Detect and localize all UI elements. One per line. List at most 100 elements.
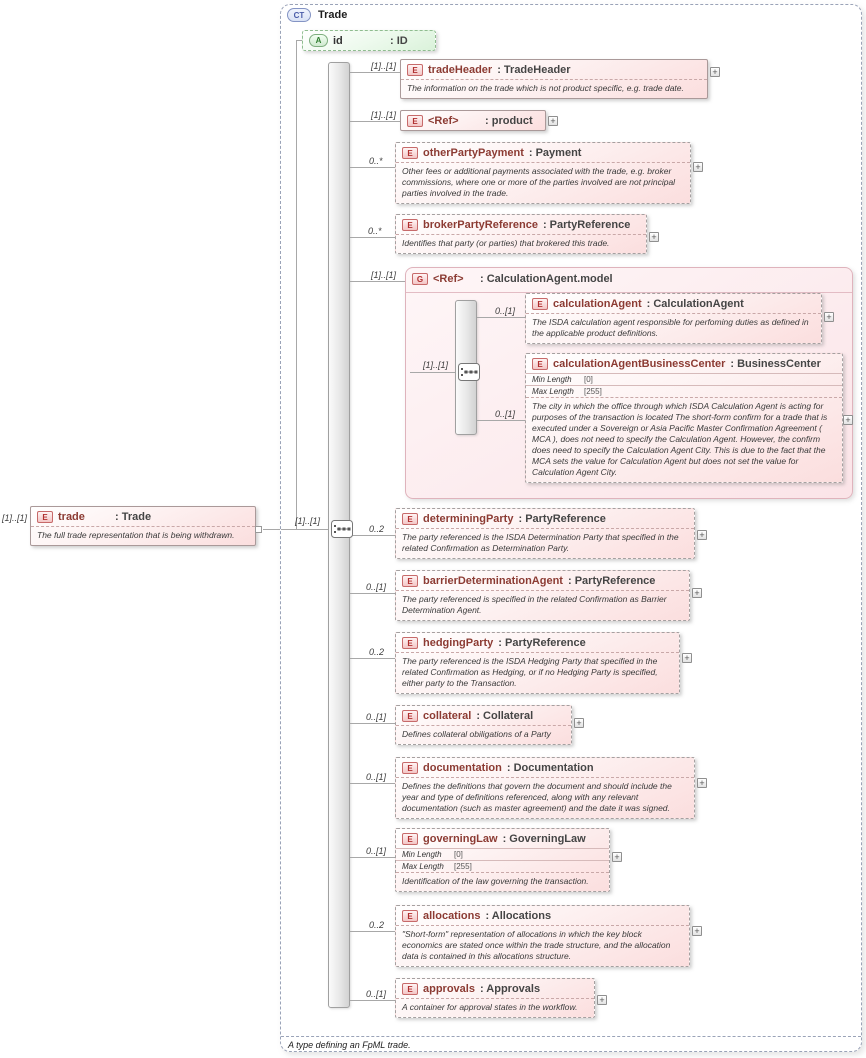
element-type: : CalculationAgent bbox=[646, 298, 744, 310]
group-name: <Ref> bbox=[433, 273, 464, 285]
connector-line bbox=[477, 317, 525, 318]
element-icon: E bbox=[402, 147, 418, 159]
element-calculationAgent[interactable]: E calculationAgent : CalculationAgent Th… bbox=[525, 293, 822, 345]
element-type: : GoverningLaw bbox=[502, 833, 586, 845]
element-tradeHeader[interactable]: E tradeHeader : TradeHeader The informat… bbox=[400, 59, 708, 100]
expand-button[interactable]: + bbox=[824, 312, 834, 322]
element-icon: E bbox=[402, 910, 418, 922]
connector-line bbox=[350, 237, 395, 238]
element-name: otherPartyPayment bbox=[423, 147, 524, 159]
collapse-handle[interactable] bbox=[255, 526, 262, 533]
element-hedgingParty[interactable]: E hedgingParty : PartyReference The part… bbox=[395, 632, 680, 695]
expand-button[interactable]: + bbox=[697, 530, 707, 540]
cardinality-label: [1]..[1] bbox=[2, 513, 28, 523]
sequence-icon[interactable] bbox=[458, 363, 480, 386]
complex-type-header: CT Trade bbox=[287, 8, 347, 22]
element-determiningParty[interactable]: E determiningParty : PartyReference The … bbox=[395, 508, 695, 560]
attribute-icon: A bbox=[309, 34, 328, 47]
connector-line bbox=[281, 529, 332, 530]
element-name: governingLaw bbox=[423, 833, 498, 845]
element-icon: E bbox=[407, 115, 423, 127]
element-type: : Collateral bbox=[476, 710, 534, 722]
element-trade[interactable]: E trade : Trade The full trade represent… bbox=[30, 506, 256, 547]
expand-button[interactable]: + bbox=[692, 588, 702, 598]
cardinality-label: 0..[1] bbox=[366, 712, 387, 722]
expand-button[interactable]: + bbox=[649, 232, 659, 242]
element-annotation: The ISDA calculation agent responsible f… bbox=[526, 313, 821, 343]
element-annotation: Identifies that party (or parties) that … bbox=[396, 234, 646, 253]
element-approvals[interactable]: E approvals : Approvals A container for … bbox=[395, 978, 595, 1019]
element-type: : Documentation bbox=[506, 762, 594, 774]
connector-line bbox=[296, 40, 302, 41]
expand-button[interactable]: + bbox=[692, 926, 702, 936]
element-annotation: Other fees or additional payments associ… bbox=[396, 162, 690, 203]
facet-min-length: Min Length [0] bbox=[396, 848, 609, 860]
element-brokerPartyReference[interactable]: E brokerPartyReference : PartyReference … bbox=[395, 214, 647, 255]
element-name: brokerPartyReference bbox=[423, 219, 538, 231]
connector-line bbox=[350, 121, 400, 122]
element-annotation: The information on the trade which is no… bbox=[401, 79, 707, 98]
element-type: : product bbox=[485, 115, 533, 127]
expand-button[interactable]: + bbox=[597, 995, 607, 1005]
facet-value: [0] bbox=[584, 375, 593, 384]
element-annotation: The party referenced is the ISDA Hedging… bbox=[396, 652, 679, 693]
cardinality-label: 0..2 bbox=[369, 647, 385, 657]
attribute-id[interactable]: A id : ID bbox=[302, 30, 436, 51]
connector-line bbox=[350, 857, 395, 858]
element-name: determiningParty bbox=[423, 513, 514, 525]
cardinality-label: 0..[1] bbox=[495, 409, 516, 419]
connector-line bbox=[410, 372, 458, 373]
cardinality-label: [1]..[1] bbox=[423, 360, 449, 370]
cardinality-label: 0..[1] bbox=[495, 306, 516, 316]
element-allocations[interactable]: E allocations : Allocations "Short-form"… bbox=[395, 905, 690, 968]
expand-button[interactable]: + bbox=[682, 653, 692, 663]
cardinality-label: [1]..[1] bbox=[371, 110, 397, 120]
element-otherPartyPayment[interactable]: E otherPartyPayment : Payment Other fees… bbox=[395, 142, 691, 205]
element-name: barrierDeterminationAgent bbox=[423, 575, 563, 587]
facet-label: Max Length bbox=[532, 387, 574, 396]
expand-button[interactable]: + bbox=[693, 162, 703, 172]
element-name: hedgingParty bbox=[423, 637, 494, 649]
expand-button[interactable]: + bbox=[843, 415, 853, 425]
facet-max-length: Max Length [255] bbox=[526, 385, 842, 397]
facet-label: Min Length bbox=[402, 850, 442, 859]
element-documentation[interactable]: E documentation : Documentation Defines … bbox=[395, 757, 695, 820]
complex-type-title: Trade bbox=[318, 9, 348, 21]
element-icon: E bbox=[532, 358, 548, 370]
expand-button[interactable]: + bbox=[710, 67, 720, 77]
element-governingLaw[interactable]: E governingLaw : GoverningLaw Min Length… bbox=[395, 828, 610, 893]
connector-line bbox=[350, 723, 395, 724]
group-icon: G bbox=[412, 273, 428, 285]
cardinality-label: 0..* bbox=[369, 156, 383, 166]
element-calculationAgentBusinessCenter[interactable]: E calculationAgentBusinessCenter : Busin… bbox=[525, 353, 843, 484]
cardinality-label: 0..[1] bbox=[366, 582, 387, 592]
element-annotation: The party referenced is the ISDA Determi… bbox=[396, 528, 694, 558]
attribute-type: : ID bbox=[390, 34, 408, 47]
element-collateral[interactable]: E collateral : Collateral Defines collat… bbox=[395, 705, 572, 746]
element-name: trade bbox=[58, 511, 85, 523]
expand-button[interactable]: + bbox=[548, 116, 558, 126]
element-type: : PartyReference bbox=[542, 219, 631, 231]
element-type: : Approvals bbox=[479, 983, 541, 995]
complex-type-icon: CT bbox=[287, 8, 311, 22]
element-icon: E bbox=[402, 833, 418, 845]
expand-button[interactable]: + bbox=[697, 778, 707, 788]
sequence-icon[interactable] bbox=[331, 520, 353, 543]
connector-line bbox=[350, 1000, 395, 1001]
element-type: : Payment bbox=[528, 147, 582, 159]
facet-label: Max Length bbox=[402, 862, 444, 871]
connector-line bbox=[350, 783, 395, 784]
expand-button[interactable]: + bbox=[612, 852, 622, 862]
element-type: : TradeHeader bbox=[497, 64, 571, 76]
facet-label: Min Length bbox=[532, 375, 572, 384]
element-type: : PartyReference bbox=[498, 637, 586, 649]
connector-line bbox=[350, 72, 400, 73]
expand-button[interactable]: + bbox=[574, 718, 584, 728]
element-product-ref[interactable]: E <Ref> : product bbox=[400, 110, 546, 131]
element-name: collateral bbox=[423, 710, 472, 722]
cardinality-label: 0..[1] bbox=[366, 989, 387, 999]
element-barrierDeterminationAgent[interactable]: E barrierDeterminationAgent : PartyRefer… bbox=[395, 570, 690, 622]
group-separator bbox=[406, 292, 852, 293]
element-icon: E bbox=[402, 710, 418, 722]
